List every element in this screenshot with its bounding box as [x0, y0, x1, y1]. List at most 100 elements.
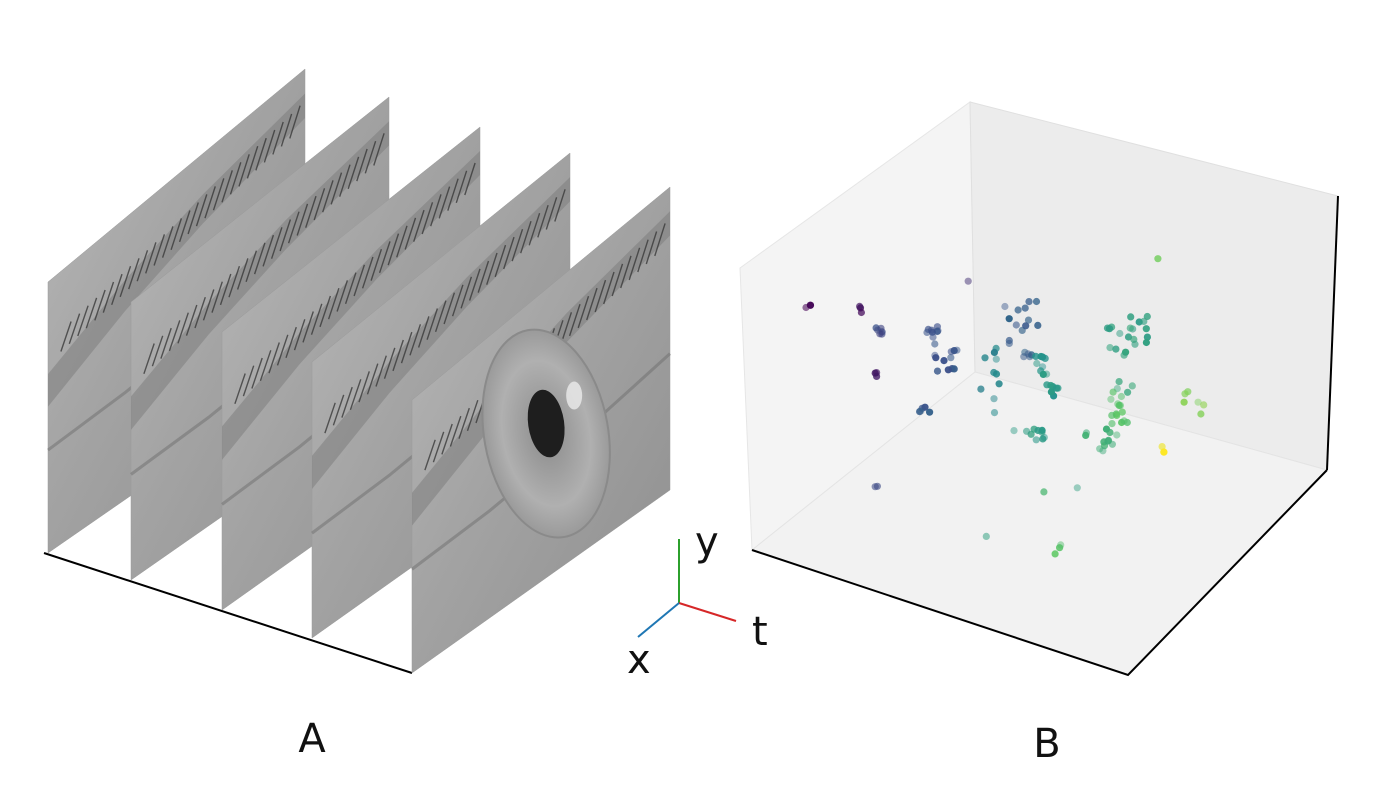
scatter-point [1014, 306, 1022, 314]
scatter-point [1032, 436, 1040, 444]
scatter-point [990, 348, 999, 356]
scatter-point [1105, 325, 1114, 333]
scatter-point [1001, 302, 1009, 311]
scatter-point [1033, 359, 1041, 368]
scatter-point [1040, 488, 1048, 496]
scatter-point [1073, 484, 1081, 492]
scatter-point [1108, 440, 1116, 448]
scatter-point [1025, 298, 1033, 306]
scatter-point [1120, 417, 1128, 425]
eyelashes [143, 133, 385, 375]
eyelid-crease [131, 121, 389, 430]
scatter-point [1024, 316, 1033, 324]
scatter-point [992, 370, 1001, 378]
eyelid-crease [48, 93, 305, 407]
eyelashes [60, 105, 301, 352]
scatter-point [947, 354, 955, 362]
scatter-point [1113, 431, 1121, 439]
scatter-point [940, 357, 948, 365]
x-axis-line [637, 602, 680, 638]
scatter-point [917, 407, 925, 415]
scatter-point [1124, 388, 1132, 396]
scatter-point [944, 366, 952, 374]
scatter-point [1039, 370, 1047, 378]
scatter-point [1047, 381, 1055, 390]
scatter-point [1160, 448, 1168, 456]
y-axis-label: y [695, 519, 719, 565]
frame-stack-baseline [43, 552, 413, 674]
scatter-point [1126, 324, 1134, 332]
scatter-point [950, 365, 958, 373]
scatter-point [934, 327, 942, 335]
panel-a-label: A [298, 716, 326, 762]
scatter-point [1109, 388, 1117, 396]
scatter-point [1197, 410, 1205, 418]
scatter-point [1082, 431, 1090, 439]
scatter-point [1117, 392, 1125, 401]
scatter-point [1053, 384, 1061, 392]
scatter-point [1114, 400, 1122, 408]
scatter-point [1023, 427, 1031, 435]
pupil [527, 389, 565, 458]
scatter-point [1115, 378, 1123, 386]
eyelid-crease [222, 151, 480, 460]
scatter-point [1057, 541, 1065, 549]
scatter-point [806, 301, 815, 309]
panel-b-label: B [1033, 721, 1060, 767]
scatter-point [990, 395, 998, 403]
scatter-point [1005, 315, 1013, 323]
eyelashes [324, 189, 566, 434]
scatter-point [1108, 420, 1116, 428]
floor-edge [751, 469, 1328, 677]
vertical-edge [1326, 195, 1339, 471]
scatter-point [926, 408, 934, 416]
scatter-point [1037, 352, 1045, 361]
scatter-point [1120, 351, 1128, 359]
scatter-point [933, 367, 942, 375]
scatter-point [1099, 447, 1107, 455]
scatter-point [1116, 329, 1124, 338]
scatter-point [1102, 425, 1111, 433]
scatter-point [995, 380, 1003, 388]
scatter-point [1154, 255, 1162, 263]
scatter-point [1032, 297, 1041, 306]
scatter-point [1143, 333, 1151, 341]
scatter-point [1022, 322, 1030, 330]
scatter-point [1107, 395, 1115, 403]
scatter-point [1200, 401, 1208, 409]
scatter-point [1181, 390, 1189, 398]
scatter-point [1108, 411, 1116, 419]
scatter-point [1112, 345, 1120, 353]
scatter-point [921, 403, 929, 411]
scatter-point [1143, 312, 1151, 321]
scatter-point [874, 326, 882, 334]
eyelashes [234, 162, 476, 405]
scatter-point [916, 408, 924, 416]
scatter-point [1127, 313, 1135, 321]
scatter-point [1194, 398, 1202, 406]
scatter-point [873, 372, 881, 380]
scatter-point [1034, 426, 1042, 435]
scatter-point [1005, 336, 1013, 345]
scatter-point [1040, 433, 1048, 441]
scatter-point [981, 354, 989, 362]
frame-stack-panel [43, 68, 672, 674]
scatter-point [1010, 427, 1018, 435]
scatter-point [1142, 325, 1150, 333]
scatter-point [928, 326, 936, 334]
scatter-point [992, 355, 1000, 363]
scatter-point [990, 409, 999, 417]
scatter-point [977, 385, 985, 393]
axes-gizmo: y t x [627, 519, 768, 683]
scatter-point [1106, 344, 1114, 352]
scatter-point [1047, 388, 1055, 396]
scatter-point [931, 340, 939, 348]
scatter-3d-panel [739, 101, 1339, 677]
scatter-point [964, 277, 972, 285]
scatter-point [1118, 408, 1126, 416]
scatter-point [1142, 338, 1150, 347]
scatter-point [982, 532, 990, 541]
scatter-point [871, 483, 879, 491]
scatter-point [1012, 321, 1020, 329]
